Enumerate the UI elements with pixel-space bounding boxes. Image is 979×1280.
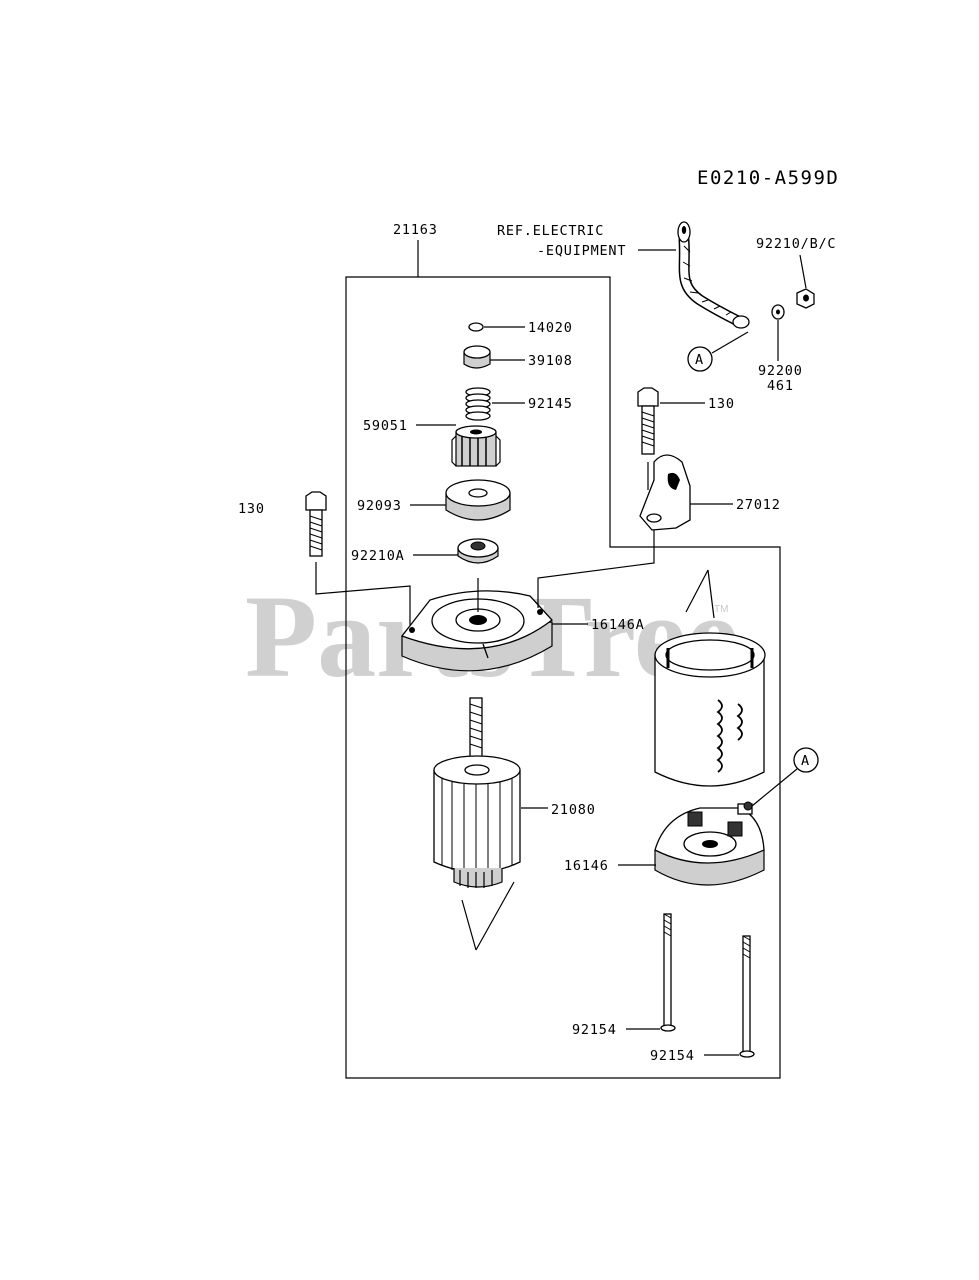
washer-92200-icon bbox=[771, 304, 785, 320]
watermark-trademark: TM bbox=[714, 604, 728, 615]
washer-92093-icon bbox=[445, 479, 511, 521]
bracket-27012-icon bbox=[639, 454, 691, 531]
yoke-housing-icon bbox=[654, 632, 766, 787]
clip-14020-icon bbox=[468, 322, 484, 332]
ref-equipment-text: -EQUIPMENT bbox=[537, 243, 626, 259]
through-bolt-92154-b-icon bbox=[739, 935, 755, 1058]
callout-a-bottom-icon[interactable] bbox=[793, 747, 819, 773]
bolt-130-left-icon bbox=[305, 491, 327, 557]
label-21080[interactable]: 21080 bbox=[551, 802, 596, 818]
battery-cable-icon bbox=[677, 221, 750, 329]
label-92154-a[interactable]: 92154 bbox=[572, 1022, 617, 1038]
label-14020[interactable]: 14020 bbox=[528, 320, 573, 336]
spring-92145-icon bbox=[465, 387, 491, 421]
armature-21080-icon bbox=[433, 697, 521, 888]
label-130-left[interactable]: 130 bbox=[238, 501, 265, 517]
pinion-gear-59051-icon bbox=[451, 425, 501, 467]
assembly-bracket bbox=[345, 240, 781, 1079]
end-cap-16146-icon bbox=[654, 801, 765, 886]
label-461[interactable]: 461 bbox=[767, 378, 794, 394]
through-bolt-92154-a-icon bbox=[660, 913, 676, 1032]
ref-electric-text: REF.ELECTRIC bbox=[497, 223, 604, 239]
label-21163[interactable]: 21163 bbox=[393, 222, 438, 238]
callout-a-top-letter: A bbox=[695, 352, 704, 368]
label-27012[interactable]: 27012 bbox=[736, 497, 781, 513]
collar-39108-icon bbox=[463, 345, 491, 369]
label-92210a[interactable]: 92210A bbox=[351, 548, 405, 564]
label-92210bc[interactable]: 92210/B/C bbox=[756, 236, 836, 252]
nut-92210a-icon bbox=[457, 538, 499, 564]
label-92200[interactable]: 92200 bbox=[758, 363, 803, 379]
label-92145[interactable]: 92145 bbox=[528, 396, 573, 412]
label-92154-b[interactable]: 92154 bbox=[650, 1048, 695, 1064]
label-16146[interactable]: 16146 bbox=[564, 858, 609, 874]
label-92093[interactable]: 92093 bbox=[357, 498, 402, 514]
label-130-right[interactable]: 130 bbox=[708, 396, 735, 412]
label-59051[interactable]: 59051 bbox=[363, 418, 408, 434]
bolt-130-right-icon bbox=[637, 387, 659, 455]
callout-a-top-icon[interactable] bbox=[687, 346, 713, 372]
label-16146a[interactable]: 16146A bbox=[591, 617, 645, 633]
diagram-code: E0210-A599D bbox=[697, 167, 839, 189]
callout-a-bottom-letter: A bbox=[801, 753, 810, 769]
nut-92210bc-icon bbox=[796, 288, 815, 309]
label-39108[interactable]: 39108 bbox=[528, 353, 573, 369]
end-cover-16146a-icon bbox=[400, 590, 553, 672]
